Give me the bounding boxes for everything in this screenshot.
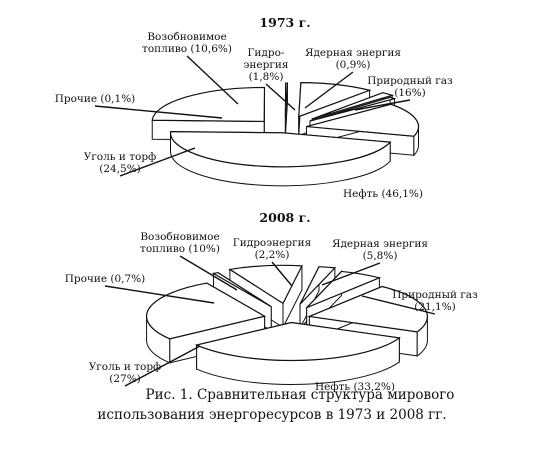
chart-title-2008: 2008 г.: [259, 210, 310, 225]
label-text-nuclear-2008: (5,8%): [363, 250, 398, 262]
label-text-nuclear-1973: Ядерная энергия: [305, 47, 401, 59]
label-text-renewable-fuel-1973: Возобновимое: [147, 31, 226, 43]
pie-2008: Нефть (33,2%)Уголь и торф(27%)Прочие (0,…: [65, 231, 478, 393]
label-text-nuclear-2008: Ядерная энергия: [332, 238, 428, 250]
label-text-hydro-1973: энергия: [244, 59, 289, 71]
slice-oil-1973: [171, 132, 391, 186]
label-text-other-1973: Прочие (0,1%): [55, 93, 136, 105]
label-text-natural-gas-1973: (16%): [394, 87, 426, 99]
label-text-renewable-fuel-2008: Возобновимое: [140, 231, 219, 243]
label-text-renewable-fuel-1973: топливо (10,6%): [142, 43, 232, 55]
label-text-hydro-2008: Гидроэнергия: [233, 237, 312, 249]
label-text-renewable-fuel-2008: топливо (10%): [140, 243, 220, 255]
label-text-coal-peat-1973: Уголь и торф: [84, 151, 157, 163]
label-text-hydro-1973: Гидро-: [247, 47, 284, 59]
label-text-hydro-1973: (1,8%): [249, 71, 284, 83]
label-oil-1973: Нефть (46,1%): [343, 188, 423, 200]
pie-1973: Нефть (46,1%) Уголь и торф(24,5%) Прочие (…: [55, 31, 453, 200]
label-text-natural-gas-2008: (21,1%): [414, 301, 456, 313]
label-text-coal-peat-2008: (27%): [109, 373, 141, 385]
label-text-natural-gas-2008: Природный газ: [392, 289, 478, 301]
label-text-coal-peat-2008: Уголь и торф: [89, 361, 162, 373]
slice-other-1973: [285, 83, 287, 136]
label-text-natural-gas-1973: Природный газ: [367, 75, 453, 87]
chart-title-1973: 1973 г.: [259, 15, 310, 30]
figure-caption-line-1: Рис. 1. Сравнительная структура мирового: [146, 387, 455, 403]
figure-caption-line-2: использования энергоресурсов в 1973 и 20…: [97, 407, 446, 423]
label-text-other-2008: Прочие (0,7%): [65, 273, 146, 285]
label-text-coal-peat-1973: (24,5%): [99, 163, 141, 175]
label-text-hydro-2008: (2,2%): [255, 249, 290, 261]
label-text-nuclear-1973: (0,9%): [336, 59, 371, 71]
leader-line-hydro-1973: [266, 84, 295, 110]
label-text-oil-1973: Нефть (46,1%): [343, 188, 423, 200]
